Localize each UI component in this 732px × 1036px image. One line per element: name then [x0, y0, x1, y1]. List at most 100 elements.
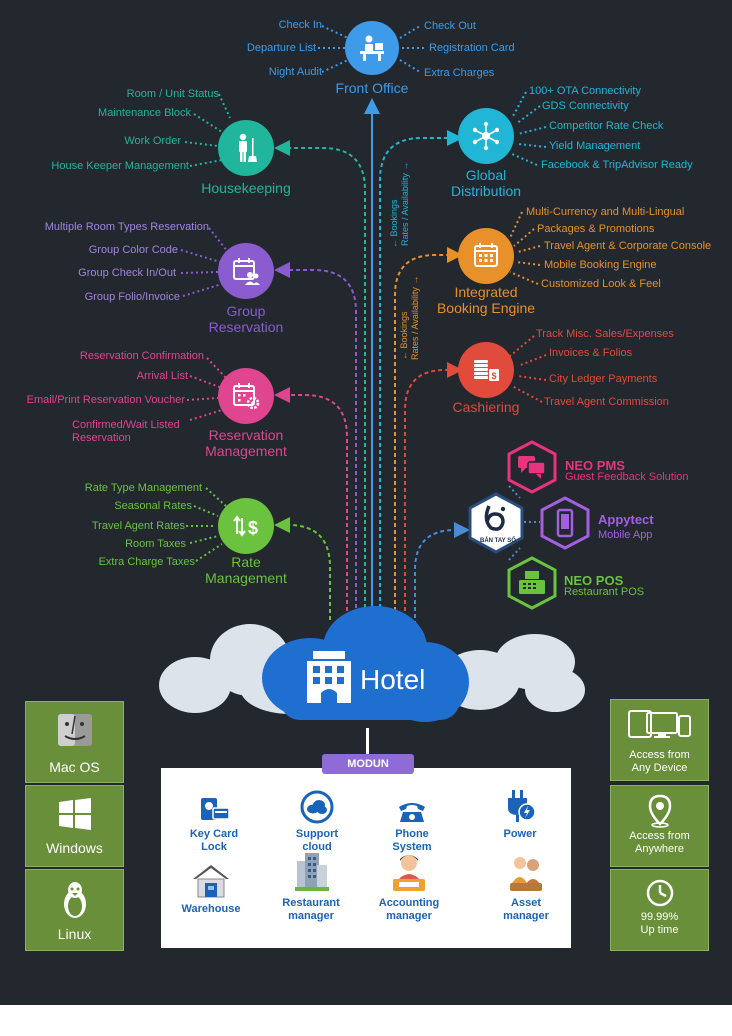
os-box-windows: Windows [25, 785, 124, 867]
housekeeping-item-room-status: Room / Unit Status [126, 88, 219, 100]
modun-accounting-manager: Accounting manager [359, 855, 459, 923]
modun-support-cloud: Support cloud [267, 788, 367, 854]
power-plug-icon [508, 790, 536, 822]
housekeeping-item-house-keeper-management: House Keeper Management [51, 160, 189, 172]
group-item-folio-invoice: Group Folio/Invoice [84, 291, 180, 303]
ban-tay-so-hexagon [468, 492, 524, 554]
rate-item-seasonal: Seasonal Rates [114, 500, 192, 512]
cloud-to-modun-line [366, 728, 369, 754]
os-windows-label: Windows [46, 840, 103, 856]
building-icon [295, 853, 329, 891]
cash-item-track-misc: Track Misc. Sales/Expenses [536, 328, 674, 340]
money-stack-icon: $ [474, 360, 499, 381]
rate-item-travel-agent: Travel Agent Rates [91, 520, 185, 532]
calendar-gear-icon [233, 383, 260, 410]
group-item-multiple-room-types: Multiple Room Types Reservation [44, 221, 209, 233]
modun-key-card-lock: Key Card Lock [164, 788, 264, 854]
neo-pms-sub: Guest Feedback Solution [565, 471, 689, 483]
devices-icon [627, 710, 691, 738]
modun-phone-system-label: Phone System [392, 828, 432, 853]
neo-pos-sub: Restaurant POS [564, 586, 645, 598]
global-distribution-title: Global Distribution [426, 167, 546, 199]
windows-logo-icon [58, 798, 91, 830]
rate-item-extra-charge-taxes: Extra Charge Taxes [98, 556, 195, 568]
feature-any-device: Access from Any Device [610, 699, 709, 781]
front-office-item-departure-list: Departure List [246, 42, 316, 54]
rate-management-title-line2: Management [205, 570, 287, 586]
appytect-sub: Mobile App [598, 529, 653, 541]
global-distribution-node [458, 108, 514, 164]
infographic-canvas: Front Office Check In Departure List Nig… [0, 0, 732, 1005]
location-pin-icon [648, 794, 671, 828]
rate-item-room-taxes: Room Taxes [125, 538, 186, 550]
booking-engine-title-line2: Booking Engine [436, 300, 536, 316]
reservation-management-title: Reservation Management [180, 427, 312, 459]
front-office-item-registration-card: Registration Card [429, 42, 515, 54]
modun-panel: Key Card Lock Support cloud Phone System… [161, 768, 571, 948]
be-bookings-label: ← Bookings [399, 311, 409, 360]
be-item-packages: Packages & Promotions [537, 223, 655, 235]
cashiering-title: Cashiering [452, 399, 520, 415]
feature-uptime: 99.99% Up time [610, 869, 709, 951]
gd-item-competitor: Competitor Rate Check [549, 120, 664, 132]
reservation-management-node [218, 368, 274, 424]
front-office-item-check-out: Check Out [424, 20, 476, 32]
network-hub-icon [472, 121, 500, 151]
housekeeping-title: Housekeeping [201, 180, 291, 196]
appytect-hexagon [540, 496, 590, 550]
group-reservation-title-line2: Reservation [208, 319, 284, 335]
mac-finder-icon [57, 714, 92, 746]
rm-item-confirmed-wait: Confirmed/Wait Listed Reservation [72, 419, 180, 445]
modun-support-cloud-label: Support cloud [295, 828, 339, 853]
modun-power-label: Power [503, 828, 537, 840]
bottom-margin [0, 1005, 732, 1036]
key-card-icon [201, 798, 230, 820]
gd-bookings-label: ← Bookings [389, 199, 399, 248]
rate-management-node: $ [218, 498, 274, 554]
be-item-customized-look: Customized Look & Feel [541, 278, 661, 290]
group-reservation-title: Group Reservation [186, 303, 306, 335]
modun-restaurant-manager-label: Restaurant manager [282, 897, 340, 922]
os-box-mac: Mac OS [25, 701, 124, 783]
be-rates-availability-label: Rates / Availability → [410, 275, 420, 360]
booking-engine-node [458, 228, 514, 284]
modun-warehouse-label: Warehouse [181, 903, 241, 915]
svg-text:$: $ [491, 371, 496, 381]
feature-anywhere: Access from Anywhere [610, 785, 709, 867]
global-distribution-title-line2: Distribution [450, 183, 522, 199]
phone-icon [399, 803, 425, 822]
hotel-building-icon [307, 651, 351, 703]
svg-text:$: $ [248, 518, 258, 538]
rate-management-title: Rate Management [186, 554, 306, 586]
gd-item-ota: 100+ OTA Connectivity [529, 85, 641, 97]
cash-item-invoices: Invoices & Folios [549, 347, 633, 359]
neo-pos-hexagon [507, 556, 557, 610]
feature-any-device-label: Access from Any Device [629, 749, 690, 774]
os-box-linux: Linux [25, 869, 124, 951]
reservation-management-title-line1: Reservation [208, 427, 284, 443]
group-item-color-code: Group Color Code [88, 244, 178, 256]
modun-phone-system: Phone System [362, 788, 462, 854]
rm-item-confirmed-wait-line1: Confirmed/Wait Listed [72, 419, 180, 431]
accountant-icon [393, 855, 425, 891]
connector-lines [180, 25, 547, 625]
modun-asset-manager: Asset manager [476, 857, 576, 923]
be-item-mobile-booking: Mobile Booking Engine [544, 259, 657, 271]
appytect-name: Appytect [598, 512, 654, 527]
rm-item-confirmation: Reservation Confirmation [79, 350, 204, 362]
gd-item-gds: GDS Connectivity [542, 100, 629, 112]
group-reservation-node [218, 243, 274, 299]
neo-pos-name: NEO POS [564, 573, 624, 588]
housekeeping-node [218, 120, 274, 176]
modun-warehouse: Warehouse [161, 863, 261, 916]
booking-engine-title: Integrated Booking Engine [418, 284, 554, 316]
group-calendar-icon [233, 258, 260, 285]
hotel-label: Hotel [360, 664, 426, 695]
global-distribution-title-line1: Global [465, 167, 507, 183]
reservation-management-title-line2: Management [205, 443, 287, 459]
feature-anywhere-label: Access from Anywhere [629, 830, 690, 855]
front-office-item-night-audit: Night Audit [268, 66, 322, 78]
ban-tay-so-logo-text: BẢN TAY SỐ [480, 538, 516, 544]
feature-uptime-label: 99.99% Up time [640, 911, 679, 936]
group-reservation-title-line1: Group [226, 303, 266, 319]
